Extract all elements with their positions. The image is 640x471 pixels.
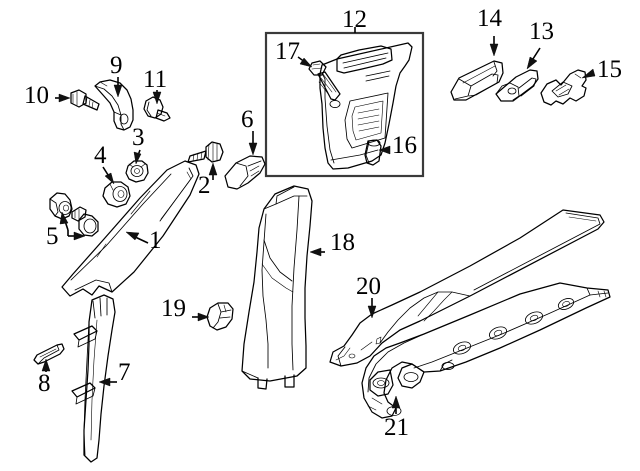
part-4-push-pin-clip <box>102 181 131 208</box>
part-9-grab-handle-bracket <box>94 79 134 131</box>
callout-10-leader <box>55 93 71 103</box>
part-1-a-pillar-trim-panel <box>61 160 200 297</box>
callout-13-leader <box>526 47 541 70</box>
part-3-retainer-grommet <box>125 160 149 183</box>
callout-11-leader <box>152 90 162 105</box>
callout-label-15: 15 <box>597 56 622 83</box>
callout-8-leader <box>41 358 51 372</box>
part-15-latch-bracket <box>540 69 587 106</box>
callout-label-9: 9 <box>110 52 123 79</box>
callout-20-leader <box>367 298 377 319</box>
callout-7-leader <box>98 377 117 387</box>
callout-label-13: 13 <box>529 18 554 45</box>
part-5-trim-clip-pair <box>49 192 99 237</box>
callout-3-leader <box>133 149 142 165</box>
part-7-b-pillar-lower-trim <box>71 294 116 463</box>
callout-9-leader <box>113 77 123 98</box>
callout-16-leader <box>378 145 391 155</box>
callout-label-5: 5 <box>46 223 59 250</box>
callout-4-leader <box>102 166 115 185</box>
part-19-retaining-clip <box>206 302 234 331</box>
callout-label-17: 17 <box>275 38 300 65</box>
callout-label-8: 8 <box>38 370 51 397</box>
part-8-trim-end-cap <box>33 343 65 365</box>
callout-5-leader <box>59 211 86 241</box>
callout-18-leader <box>309 247 325 257</box>
callout-label-2: 2 <box>198 172 211 199</box>
callout-19-leader <box>192 312 210 322</box>
callout-15-leader <box>581 68 596 79</box>
callout-21-leader <box>391 395 401 414</box>
callout-17-leader <box>297 56 313 68</box>
part-18-b-pillar-upper-trim <box>241 185 313 390</box>
part-16-panel-clip <box>364 139 382 166</box>
callout-label-20: 20 <box>356 273 381 300</box>
callout-label-12: 12 <box>342 6 367 33</box>
part-21-rocker-panel-molding <box>361 282 611 419</box>
callout-2-leader <box>208 162 218 180</box>
callout-label-19: 19 <box>161 295 186 322</box>
part-2-trim-screw <box>187 141 224 163</box>
part-20-door-sill-scuff-plate <box>329 209 605 367</box>
callout-label-7: 7 <box>118 359 131 386</box>
callout-label-18: 18 <box>330 229 355 256</box>
callout-label-1: 1 <box>149 227 162 254</box>
callout-label-4: 4 <box>94 142 107 169</box>
callout-label-6: 6 <box>241 106 254 133</box>
part-10-mounting-screw <box>70 89 100 111</box>
callout-label-21: 21 <box>384 414 409 441</box>
callout-6-leader <box>248 131 258 156</box>
part-6-pillar-trim-cover-cap <box>224 155 266 190</box>
callout-label-3: 3 <box>132 124 145 151</box>
part-12-inset-trim-panel <box>319 42 413 170</box>
callout-label-16: 16 <box>392 132 417 159</box>
callout-label-10: 10 <box>24 82 49 109</box>
part-14-upper-trim-retainer <box>450 60 504 101</box>
callout-label-14: 14 <box>477 5 502 32</box>
callout-14-leader <box>489 36 499 57</box>
part-17-panel-screw <box>308 60 341 101</box>
callout-label-11: 11 <box>143 66 168 93</box>
part-13-seat-belt-guide-trim <box>495 69 539 102</box>
callout-1-leader <box>125 231 149 244</box>
